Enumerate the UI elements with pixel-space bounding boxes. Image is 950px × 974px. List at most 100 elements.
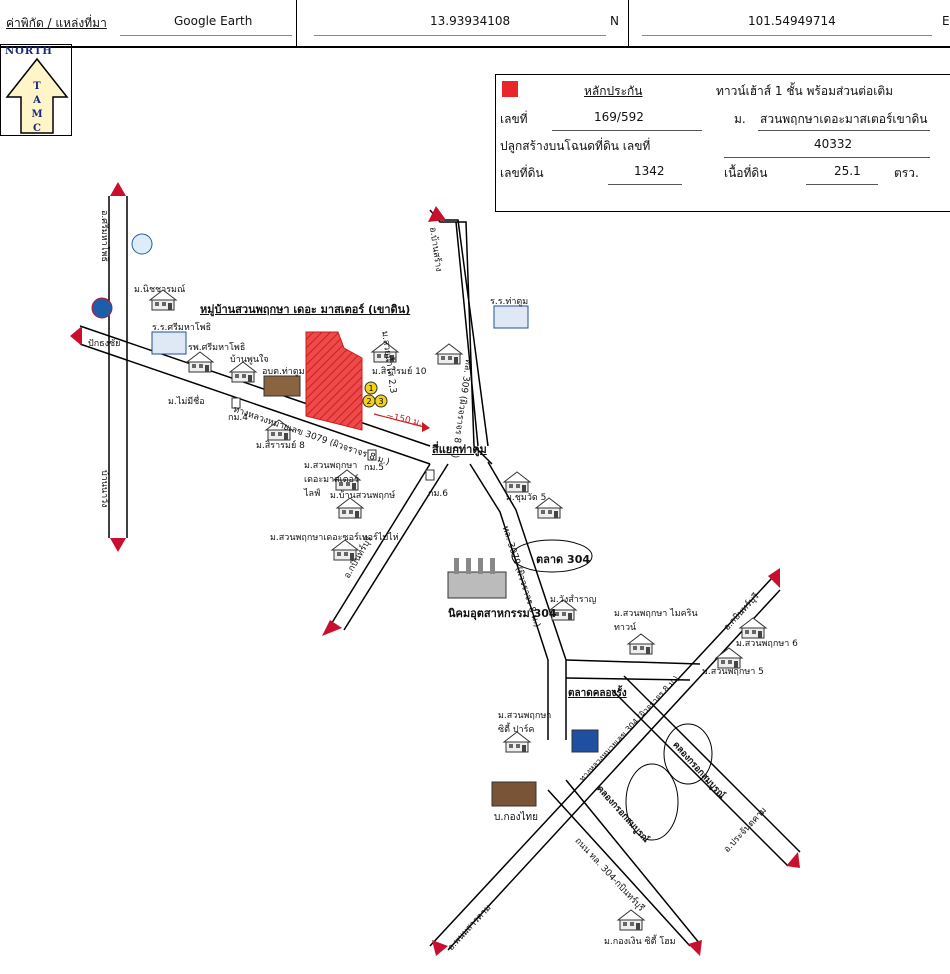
source-underline xyxy=(120,35,292,36)
subject-plot xyxy=(305,331,363,431)
road-arrows xyxy=(70,182,800,956)
deed-label: ปลูกสร้างบนโฉนดที่ดิน เลขที่ xyxy=(500,139,651,153)
hospital-label: รพ.ศรีมหาโพธิ xyxy=(188,343,246,353)
house-icon xyxy=(617,909,645,931)
arrow-north xyxy=(428,206,446,222)
intersection-label: สี่แยกท่าตูม xyxy=(432,443,487,456)
arrow-east xyxy=(786,852,800,868)
collateral-marker xyxy=(502,81,518,97)
village-value: สวนพฤกษาเดอะมาสเตอร์เขาดิน xyxy=(760,112,928,126)
area-label: เนื้อที่ดิน xyxy=(724,166,768,180)
pin-3-label: 3 xyxy=(378,397,383,406)
north-letter: C xyxy=(33,123,41,134)
km4-marker xyxy=(231,397,241,409)
km5-label: กม.5 xyxy=(364,463,384,473)
collateral-title: หลักประกัน xyxy=(584,84,643,98)
road-southwest xyxy=(329,463,449,631)
krok-oval-2 xyxy=(625,763,679,841)
source-cell: ค่าพิกัด / แหล่งที่มา Google Earth xyxy=(0,0,297,46)
arrow-southwest xyxy=(322,620,342,636)
village-label: ม.สวนพฤกษา ซิตี้ ปาร์ค xyxy=(498,711,552,735)
property-type: ทาวน์เฮ้าส์ 1 ชั้น พร้อมส่วนต่อเติม xyxy=(716,84,894,98)
ptt-station-icon xyxy=(91,297,113,319)
house-icon xyxy=(435,343,463,365)
north-letter: M xyxy=(31,109,42,120)
market-oval xyxy=(511,539,593,573)
arrow-northeast xyxy=(768,568,780,588)
village-label: ม.สวนพฤกษา 5 xyxy=(702,667,764,677)
village-label: ม.ชุมวัด 5 xyxy=(506,493,547,503)
khlongrang-label: ตลาดคลองรั้ง xyxy=(568,688,627,699)
market304-label: ตลาด 304 xyxy=(536,553,590,566)
arrow-north-west xyxy=(110,182,126,196)
village-label: ม.สิรารมย์ 10 xyxy=(372,367,427,377)
village-label: ม.สิรารมย์ 8 xyxy=(256,441,305,451)
deed-underline xyxy=(724,157,930,158)
latitude-underline xyxy=(314,35,606,36)
area-value: 25.1 xyxy=(834,164,861,178)
location-pins: 1 2 3 xyxy=(362,381,388,408)
village-label: ม.กองเงิน ซิตี้ โฮม xyxy=(604,937,676,947)
obt-building-icon xyxy=(263,375,301,397)
north-letter: T xyxy=(33,81,41,92)
pin-1-label: 1 xyxy=(368,384,373,393)
village-label: ม.นิชชารมณ์ xyxy=(134,285,186,295)
road-hwy3079 xyxy=(79,325,431,465)
road-3079-south xyxy=(469,461,567,740)
km6-label: กม.6 xyxy=(428,489,448,499)
pin-2-label: 2 xyxy=(366,397,371,406)
village-underline xyxy=(758,130,930,131)
moo-label: ม. xyxy=(734,112,746,126)
area-underline xyxy=(806,184,878,185)
house-no-value: 169/592 xyxy=(594,110,644,124)
house-icon xyxy=(186,351,214,373)
coord-label: ค่าพิกัด / แหล่งที่มา xyxy=(6,16,107,30)
arrow-south xyxy=(432,940,448,956)
latitude-dir: N xyxy=(610,14,619,28)
krok-oval-1 xyxy=(663,723,713,785)
road-to-south: บ้านนาวัง xyxy=(99,470,109,508)
arrow-south-west xyxy=(110,538,126,552)
area-unit: ตรว. xyxy=(894,166,919,180)
obt-label: อบต.ท่าตูม xyxy=(262,367,305,377)
school2-label: ร.ร.ท่าตูม xyxy=(490,297,529,307)
village-label: ม.สวนพฤกษา 6 xyxy=(736,639,798,649)
industrial-label: นิคมอุตสาหกรรม 304 xyxy=(448,607,557,620)
house-icon xyxy=(503,471,531,493)
school-icon xyxy=(151,331,187,355)
village-label: ม.ไม่มีชื่อ xyxy=(168,397,205,407)
pin-1 xyxy=(364,381,378,395)
road-network xyxy=(79,196,801,951)
deed-value: 40332 xyxy=(814,137,853,151)
tesco-lotus-icon xyxy=(571,729,599,753)
km6-marker xyxy=(425,469,435,481)
arrow-southeast xyxy=(688,940,702,956)
road-to-west: ปักธงชัย xyxy=(88,339,121,349)
house-icon xyxy=(627,633,655,655)
road-west-vertical xyxy=(108,196,128,538)
school1-label: ร.ร.ศรีมหาโพธิ xyxy=(152,323,212,333)
house-icon xyxy=(739,617,767,639)
coordinates-header: ค่าพิกัด / แหล่งที่มา Google Earth 13.93… xyxy=(0,0,950,48)
longitude-underline xyxy=(642,35,932,36)
north-arrow-icon: T A M C xyxy=(5,57,69,134)
house-no-label: เลขที่ xyxy=(500,112,528,126)
longitude-cell: 101.54949714 E xyxy=(628,0,950,46)
north-label: NORTH xyxy=(5,46,53,57)
land-no-value: 1342 xyxy=(634,164,665,178)
collateral-info-box: หลักประกัน ทาวน์เฮ้าส์ 1 ชั้น พร้อมส่วนต… xyxy=(495,74,950,212)
km-markers xyxy=(231,397,435,481)
land-no-underline xyxy=(608,184,682,185)
longitude-value: 101.54949714 xyxy=(748,14,836,28)
latitude-cell: 13.93934108 N xyxy=(296,0,629,46)
company-label: บ.กองไทย xyxy=(494,812,538,823)
km4-label: กม.4 xyxy=(228,413,248,423)
latitude-value: 13.93934108 xyxy=(430,14,511,28)
km5-marker xyxy=(367,449,377,461)
arrow-west xyxy=(70,326,82,346)
road-southeast xyxy=(547,779,701,947)
subject-village-label: หมู่บ้านสวนพฤกษา เดอะ มาสเตอร์ (เขาดิน) xyxy=(200,303,411,316)
village-label: บ้านพูนใจ xyxy=(230,355,269,365)
pin-3 xyxy=(374,394,388,408)
longitude-dir: E xyxy=(942,14,950,28)
